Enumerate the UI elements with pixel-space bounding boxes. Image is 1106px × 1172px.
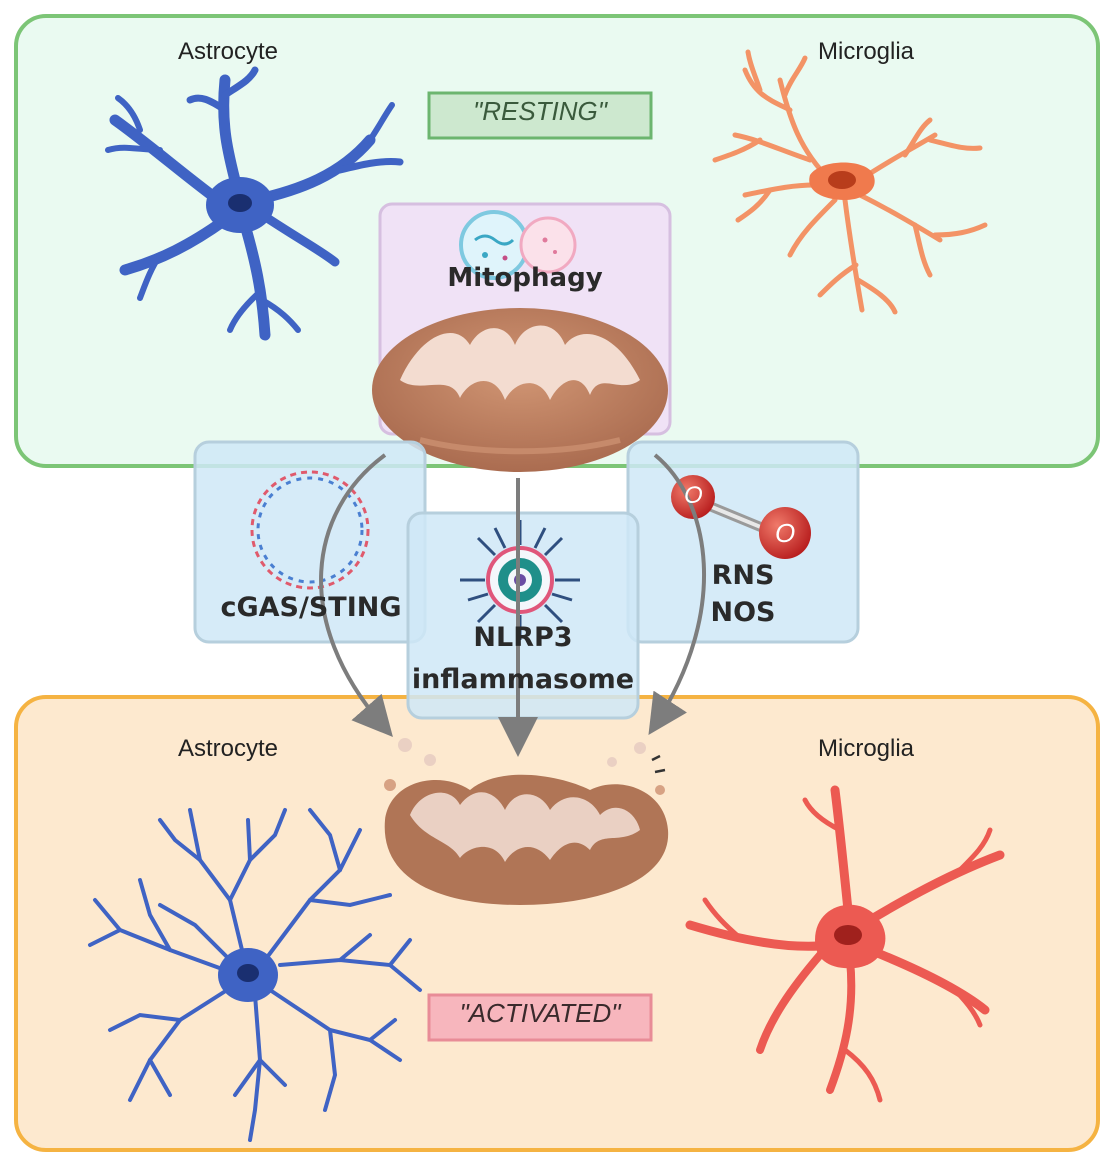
resting-state-label: "RESTING": [472, 96, 608, 126]
healthy-mitochondrion: [372, 308, 668, 472]
nlrp3-label: NLRP3: [473, 622, 573, 653]
rns-label: RNS: [711, 560, 775, 591]
resting-astrocyte-label: Astrocyte: [178, 38, 279, 65]
mitophagy-vesicle-icon: [459, 210, 577, 280]
oxygen-molecule-icon: [671, 475, 811, 559]
activated-astrocyte-cell: [88, 808, 422, 1142]
resting-microglia-label: Microglia: [818, 38, 915, 65]
damaged-mitochondrion: [384, 738, 669, 905]
mitophagy-label: Mitophagy: [447, 263, 603, 293]
oxygen-atom-2-label: O: [775, 518, 796, 548]
resting-astrocyte-nucleus: [228, 194, 252, 212]
cgas-sting-label: cGAS/STING: [220, 592, 402, 623]
resting-label-box: [427, 91, 653, 140]
inflammasome-label: inflammasome: [411, 664, 635, 695]
activated-microglia-cell: [685, 785, 1005, 1103]
oxygen-atom-1-label: O: [684, 482, 703, 509]
activated-microglia-nucleus: [834, 925, 862, 945]
activated-astrocyte-nucleus: [237, 964, 259, 982]
resting-microglia-nucleus: [828, 171, 856, 189]
pathway-arrows: [319, 453, 706, 757]
activated-panel: [14, 695, 1100, 1152]
activated-label-box: [427, 993, 653, 1042]
activated-state-label: "ACTIVATED": [459, 998, 621, 1028]
dna-ring-icon: [250, 470, 370, 590]
activated-astrocyte-label: Astrocyte: [178, 735, 279, 762]
activated-microglia-label: Microglia: [818, 735, 915, 762]
nos-label: NOS: [710, 597, 776, 628]
